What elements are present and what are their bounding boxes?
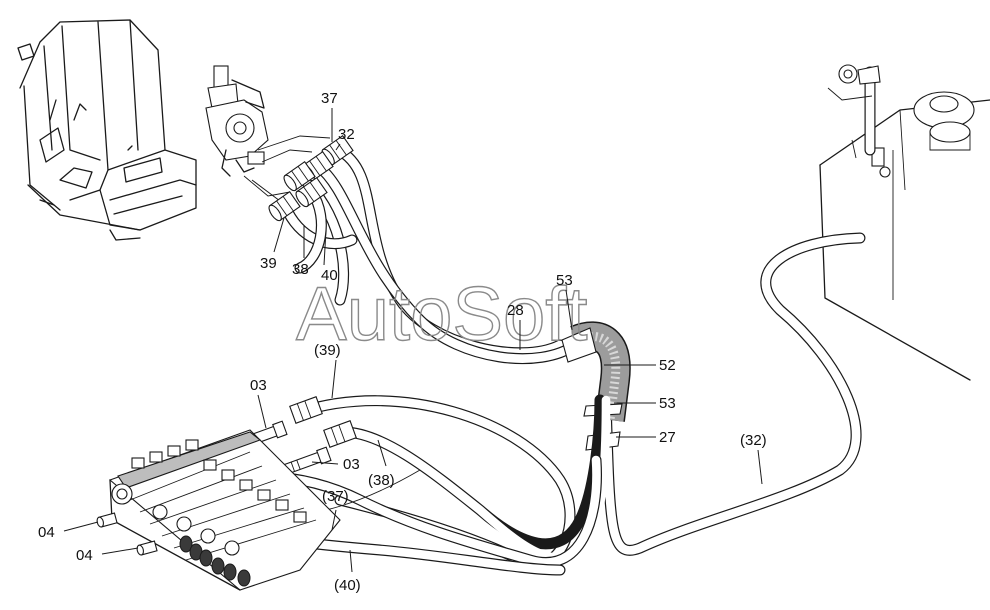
label-53-lower: 53 (659, 395, 676, 412)
label-03-upper: 03 (250, 377, 267, 394)
clamp-53-upper (561, 327, 597, 363)
excavator-overview (17, 19, 197, 241)
label-40-paren: (40) (334, 577, 361, 594)
label-38-paren: (38) (368, 472, 395, 489)
suction-hose-52 (561, 321, 631, 451)
upper-hose-bundle (279, 144, 581, 365)
callout-labels: 37 32 39 38 40 53 28 (39) 52 53 27 03 03… (38, 90, 767, 594)
label-37-paren: (37) (322, 488, 349, 505)
label-32-paren: (32) (740, 432, 767, 449)
label-03-lower: 03 (343, 456, 360, 473)
valve-ports-lower (179, 535, 251, 587)
return-hose-32 (600, 232, 866, 556)
watermark: AutoSoft (296, 272, 588, 357)
valve-spools (111, 439, 307, 556)
hydraulic-tank (819, 64, 990, 381)
label-39-paren: (39) (314, 342, 341, 359)
label-53-upper: 53 (556, 272, 573, 289)
fitting-04-lower (136, 540, 158, 556)
valve-hose-fittings (289, 396, 357, 448)
label-04-upper: 04 (38, 524, 55, 541)
control-valve-block (96, 429, 341, 591)
pump-hose-fittings (268, 134, 354, 222)
label-37: 37 (321, 90, 338, 107)
label-32: 32 (338, 126, 355, 143)
pump-assembly (205, 65, 331, 211)
label-52: 52 (659, 357, 676, 374)
label-40: 40 (321, 267, 338, 284)
fitting-04-upper (96, 512, 118, 528)
leader-lines (63, 108, 763, 573)
label-28: 28 (507, 302, 524, 319)
label-39: 39 (260, 255, 277, 272)
label-04-lower: 04 (76, 547, 93, 564)
label-38: 38 (292, 261, 309, 278)
label-27: 27 (659, 429, 676, 446)
